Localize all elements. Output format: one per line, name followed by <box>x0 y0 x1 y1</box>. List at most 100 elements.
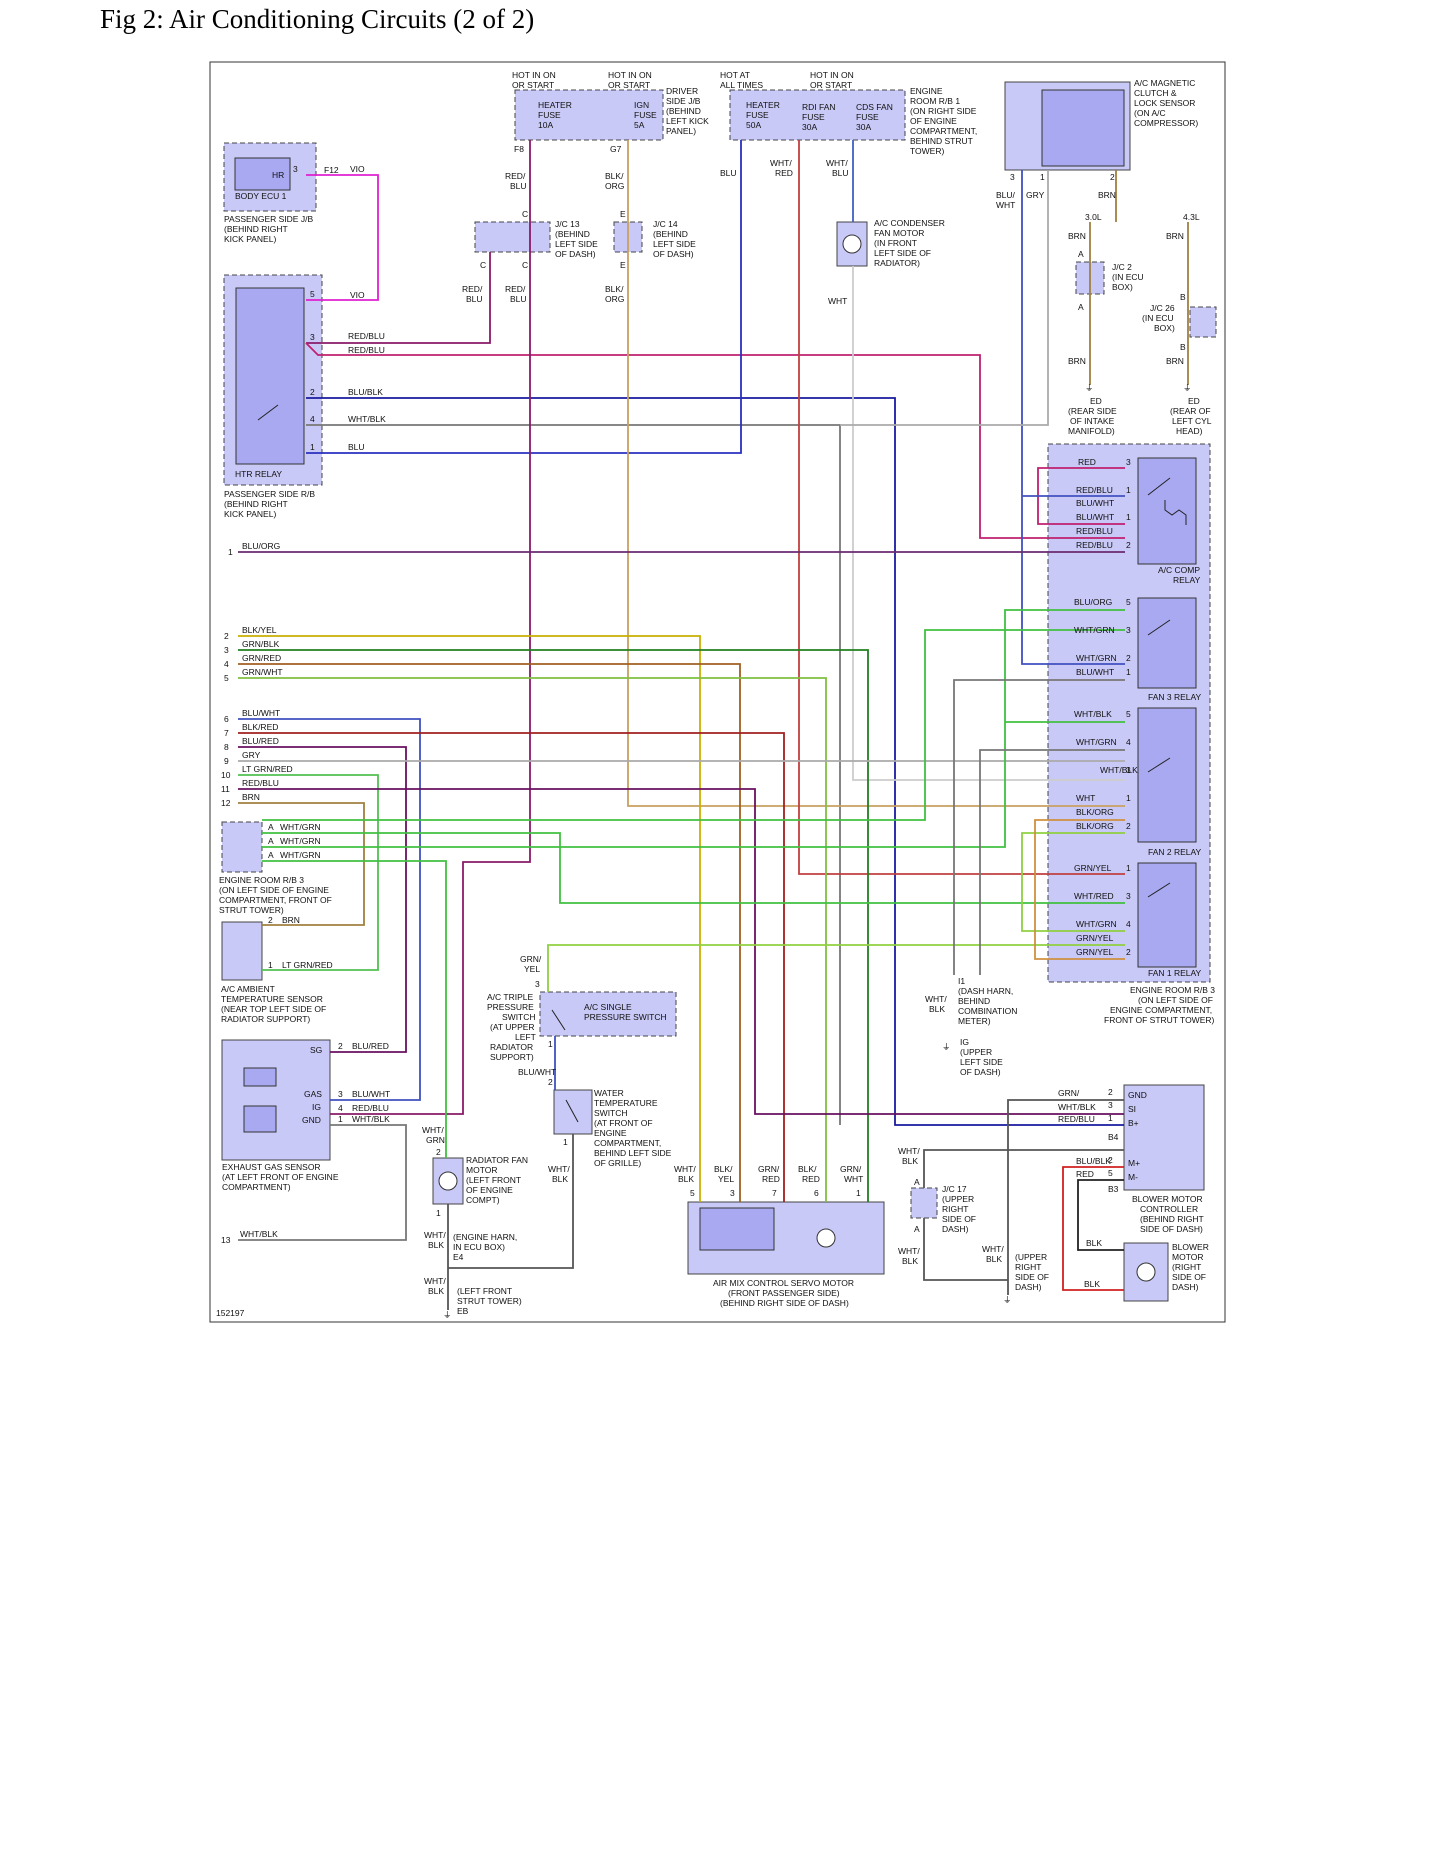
wire-label: BLU <box>720 168 737 178</box>
wire-label: WHT/GRN <box>1076 653 1117 663</box>
pin: 1 <box>856 1188 861 1198</box>
wire-redblu-main <box>330 140 531 1115</box>
pin: 1 <box>1040 172 1045 182</box>
wire-label: BLU/RED <box>242 736 279 746</box>
wire-label: BLK/YEL <box>242 625 277 635</box>
wire-a-whtgrn3 <box>262 860 447 1158</box>
wire-label: GRN/WHT <box>840 1164 863 1184</box>
wire-label: BLU <box>348 442 365 452</box>
wire-label: RED/BLU <box>1076 485 1113 495</box>
ac-clutch-inner <box>1041 89 1125 167</box>
wire-label: WHT/BLK <box>424 1230 446 1250</box>
wire-label: RED <box>1076 1169 1094 1179</box>
wire-label: RED/BLU <box>348 331 385 341</box>
wire-label: BLK <box>1084 1279 1100 1289</box>
wire-label: GRN/ <box>1058 1088 1080 1098</box>
wire-label: BLK/YEL <box>714 1164 734 1184</box>
pin-numbers: 3 5 3 2 4 1 1 2 3 4 5 6 7 8 9 10 11 12 1… <box>221 164 1186 1245</box>
relay-contact <box>551 1009 566 1031</box>
exhaust-sensor-box <box>221 1039 331 1161</box>
wire-label: RED/BLU <box>352 1103 389 1113</box>
label: FAN 3 RELAY <box>1148 692 1202 702</box>
pin: 12 <box>221 798 231 808</box>
wire-label: BRN <box>1166 231 1184 241</box>
pin: 9 <box>224 756 229 766</box>
wire-r13-whtblk <box>238 1124 407 1241</box>
wire-label: BLU/WHT <box>1076 512 1114 522</box>
pin: 1 <box>1126 512 1131 522</box>
wire-label: WHT/BLK <box>925 994 947 1014</box>
wire-label: BLU/WHT <box>1076 667 1114 677</box>
pin: 5 <box>1126 597 1131 607</box>
wire-label: RED/BLU <box>505 171 527 191</box>
wire-grnyel-switch <box>547 944 1125 992</box>
wire-label: BRN <box>1166 356 1184 366</box>
wire-label: BLU/WHT <box>352 1089 390 1099</box>
pin: 2 <box>1126 947 1131 957</box>
wire-label: GRN/YEL <box>1076 933 1114 943</box>
wire-label: BLK/ORG <box>1076 807 1114 817</box>
wires <box>238 140 1189 1310</box>
ground-icon: ⏚ <box>1085 383 1094 393</box>
pin: 1 <box>1126 793 1131 803</box>
pin: 5 <box>1108 1168 1113 1178</box>
fan2-relay-inner <box>1137 707 1197 843</box>
wire-whtred-top <box>798 140 1125 875</box>
pin: 3 <box>1126 891 1131 901</box>
pin: 3 <box>1126 765 1131 775</box>
wire-f3-whtgrn <box>262 629 1125 821</box>
wire-label: WHT/BLK <box>1100 765 1138 775</box>
pin: 2 <box>338 1041 343 1051</box>
pin: B4 <box>1108 1132 1119 1142</box>
hr-inner <box>234 157 291 191</box>
htr-relay-inner <box>235 287 305 465</box>
pin: 7 <box>224 728 229 738</box>
wire-label: WHT/RED <box>1074 891 1114 901</box>
jc13-box <box>474 221 551 253</box>
pin: 1 <box>338 1114 343 1124</box>
wire-a-whtgrn2 <box>262 609 1125 848</box>
engine-rb3-left-box <box>221 821 263 873</box>
wire-label: BLU/WHT <box>1076 498 1114 508</box>
wire-f3-whtblk <box>953 679 1125 975</box>
blower-motor-symbol <box>1136 1262 1156 1282</box>
pin: 1 <box>1126 863 1131 873</box>
wire-label: WHT/BLK <box>240 1229 278 1239</box>
pin: 3 <box>338 1089 343 1099</box>
pin: 2 <box>310 387 315 397</box>
terminal: B+ <box>1128 1118 1139 1128</box>
relay-coil <box>1164 500 1187 525</box>
label: FAN 2 RELAY <box>1148 847 1202 857</box>
wire-label: BLK/RED <box>242 722 278 732</box>
relay-contact <box>565 1099 579 1123</box>
wire-label: BLK <box>1086 1238 1102 1248</box>
pin: 6 <box>814 1188 819 1198</box>
air-mix-inner <box>699 1207 775 1251</box>
pin: 8 <box>224 742 229 752</box>
pin: 5 <box>310 289 315 299</box>
pin: 1 <box>310 442 315 452</box>
rad-motor-symbol <box>438 1171 458 1191</box>
wire-label: GRY <box>242 750 261 760</box>
pin: 2 <box>436 1147 441 1157</box>
page-title: Fig 2: Air Conditioning Circuits (2 of 2… <box>100 4 535 34</box>
pin: 2 <box>1108 1155 1113 1165</box>
relay-contact <box>1147 619 1171 636</box>
pin: 4 <box>310 414 315 424</box>
